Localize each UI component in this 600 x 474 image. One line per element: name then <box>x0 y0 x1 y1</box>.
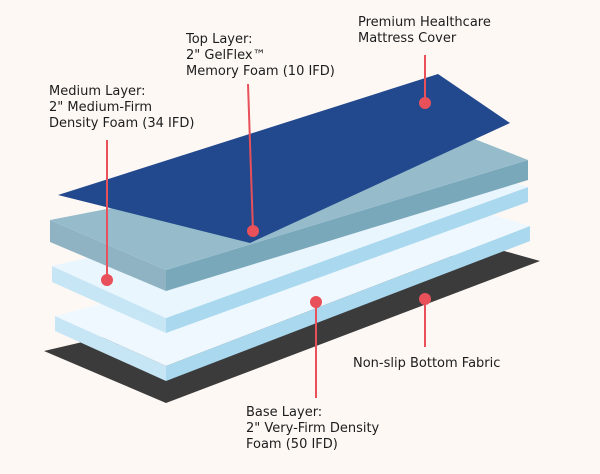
base-layer-side-front <box>55 316 166 381</box>
top-layer-label-line: Top Layer: <box>186 32 253 47</box>
top-layer-label-line: Memory Foam (10 IFD) <box>186 64 335 79</box>
medium-layer-label: Medium Layer: 2" Medium-Firm Density Foa… <box>49 84 194 132</box>
base-layer-label-line: 2" Very-Firm Density <box>246 421 380 436</box>
top-layer-label: Top Layer: 2" GelFlex™ Memory Foam (10 I… <box>186 32 335 80</box>
medium-layer-side-front <box>52 266 166 333</box>
base-layer-label: Base Layer: 2" Very-Firm Density Foam (5… <box>246 405 379 453</box>
bottom-fabric-label-line: Non-slip Bottom Fabric <box>353 356 501 371</box>
base-layer-side-right <box>166 226 530 381</box>
top-layer-label-line: 2" GelFlex™ <box>186 48 266 63</box>
top-layer-callout-line <box>247 83 254 232</box>
cover-callout-dot <box>419 97 431 109</box>
medium-layer-callout-dot <box>101 274 113 286</box>
bottom-fabric-label: Non-slip Bottom Fabric <box>353 356 500 372</box>
medium-layer-side-right <box>166 187 528 333</box>
cover-label-line: Mattress Cover <box>358 31 457 46</box>
cover-label: Premium Healthcare Mattress Cover <box>358 15 491 47</box>
base-layer-callout-dot <box>310 296 322 308</box>
base-layer-label-line: Base Layer: <box>246 405 323 420</box>
cover-label-line: Premium Healthcare <box>358 15 491 30</box>
bottom-fabric-callout-dot <box>419 293 431 305</box>
mattress-cover-layer <box>58 74 510 243</box>
medium-layer-label-line: Density Foam (34 IFD) <box>49 116 195 131</box>
medium-layer-label-line: 2" Medium-Firm <box>49 100 152 115</box>
top-layer-side-right <box>166 160 528 291</box>
base-layer-label-line: Foam (50 IFD) <box>246 437 338 452</box>
top-layer-callout-dot <box>247 225 259 237</box>
medium-layer-label-line: Medium Layer: <box>49 84 146 99</box>
